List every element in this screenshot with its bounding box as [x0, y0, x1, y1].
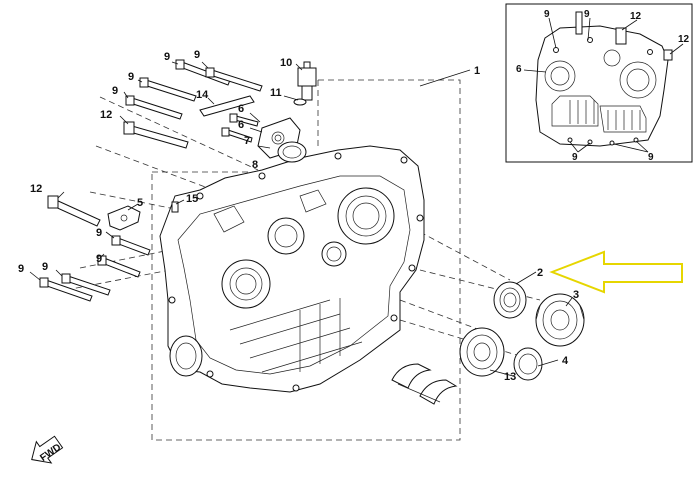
bearing-13: [459, 327, 505, 377]
bolt-12-a: [123, 121, 189, 149]
callout-1: 1: [474, 65, 480, 77]
crankcase-half: [159, 145, 425, 393]
callout-9d: 9: [112, 85, 118, 97]
callout-9a: 9: [164, 51, 170, 63]
plate-14: [199, 95, 255, 117]
bolt-9-d: [125, 95, 183, 120]
bolt-9-b: [205, 67, 263, 92]
inset-callout-9b: 9: [584, 9, 590, 20]
inset-callout-12a: 12: [630, 11, 642, 22]
bolts-left-top: [39, 59, 263, 302]
callout-3: 3: [573, 289, 579, 301]
callout-5: 5: [137, 197, 143, 209]
callout-12a: 12: [100, 109, 112, 121]
bolt-12-b: [47, 195, 101, 227]
callout-9g: 9: [18, 263, 24, 275]
inset-callout-12b: 12: [678, 34, 690, 45]
sensor-10: [297, 61, 317, 101]
callout-7: 7: [244, 135, 250, 147]
callout-2: 2: [537, 267, 543, 279]
callout-10: 10: [280, 57, 292, 69]
bushing-half-shells: [391, 363, 458, 405]
dowel-15: [171, 201, 179, 213]
callout-13: 13: [504, 371, 516, 383]
callout-14: 14: [196, 89, 209, 101]
leader-lines: [29, 61, 573, 377]
callout-15: 15: [186, 193, 198, 205]
callout-4: 4: [562, 355, 569, 367]
gasket-8: [277, 141, 307, 163]
bolt-6-a: [229, 113, 259, 127]
callout-12b: 12: [30, 183, 42, 195]
highlight-arrow: [549, 250, 683, 294]
oil-seal-2: [493, 281, 527, 319]
inset-callout-9d: 9: [648, 152, 654, 163]
callout-9h: 9: [42, 261, 48, 273]
inset-crankcase: [535, 11, 673, 147]
bracket-5: [107, 205, 141, 231]
washer-11: [293, 98, 307, 106]
oil-seal-4: [513, 347, 543, 381]
bolt-9-c: [139, 77, 197, 102]
bolt-9-e: [111, 235, 151, 256]
callout-8: 8: [252, 159, 258, 171]
bolt-9-f: [97, 255, 141, 278]
callout-6b: 6: [238, 119, 244, 131]
bolt-6-b: [221, 127, 253, 143]
fwd-arrow: FWD: [31, 435, 63, 464]
bolt-9-g: [39, 277, 93, 302]
bolt-9-a: [175, 59, 231, 86]
inset-callout-9c: 9: [572, 152, 578, 163]
inset-callout-9a: 9: [544, 9, 550, 20]
bearing-3: [535, 293, 585, 347]
inset-view: 9 9 12 12 6 9 9: [505, 3, 693, 163]
callout-9c: 9: [128, 71, 134, 83]
inset-callout-6: 6: [516, 64, 522, 75]
callout-6a: 6: [238, 103, 244, 115]
callout-labels: 1 2 3 4 5 6 6 7 8 9 9 9 9 10 11 12 12 14…: [18, 49, 579, 383]
bolt-9-h: [61, 273, 111, 296]
callout-9b: 9: [194, 49, 200, 61]
callout-11: 11: [270, 87, 282, 99]
callout-9f: 9: [96, 253, 102, 265]
callout-9e: 9: [96, 227, 102, 239]
